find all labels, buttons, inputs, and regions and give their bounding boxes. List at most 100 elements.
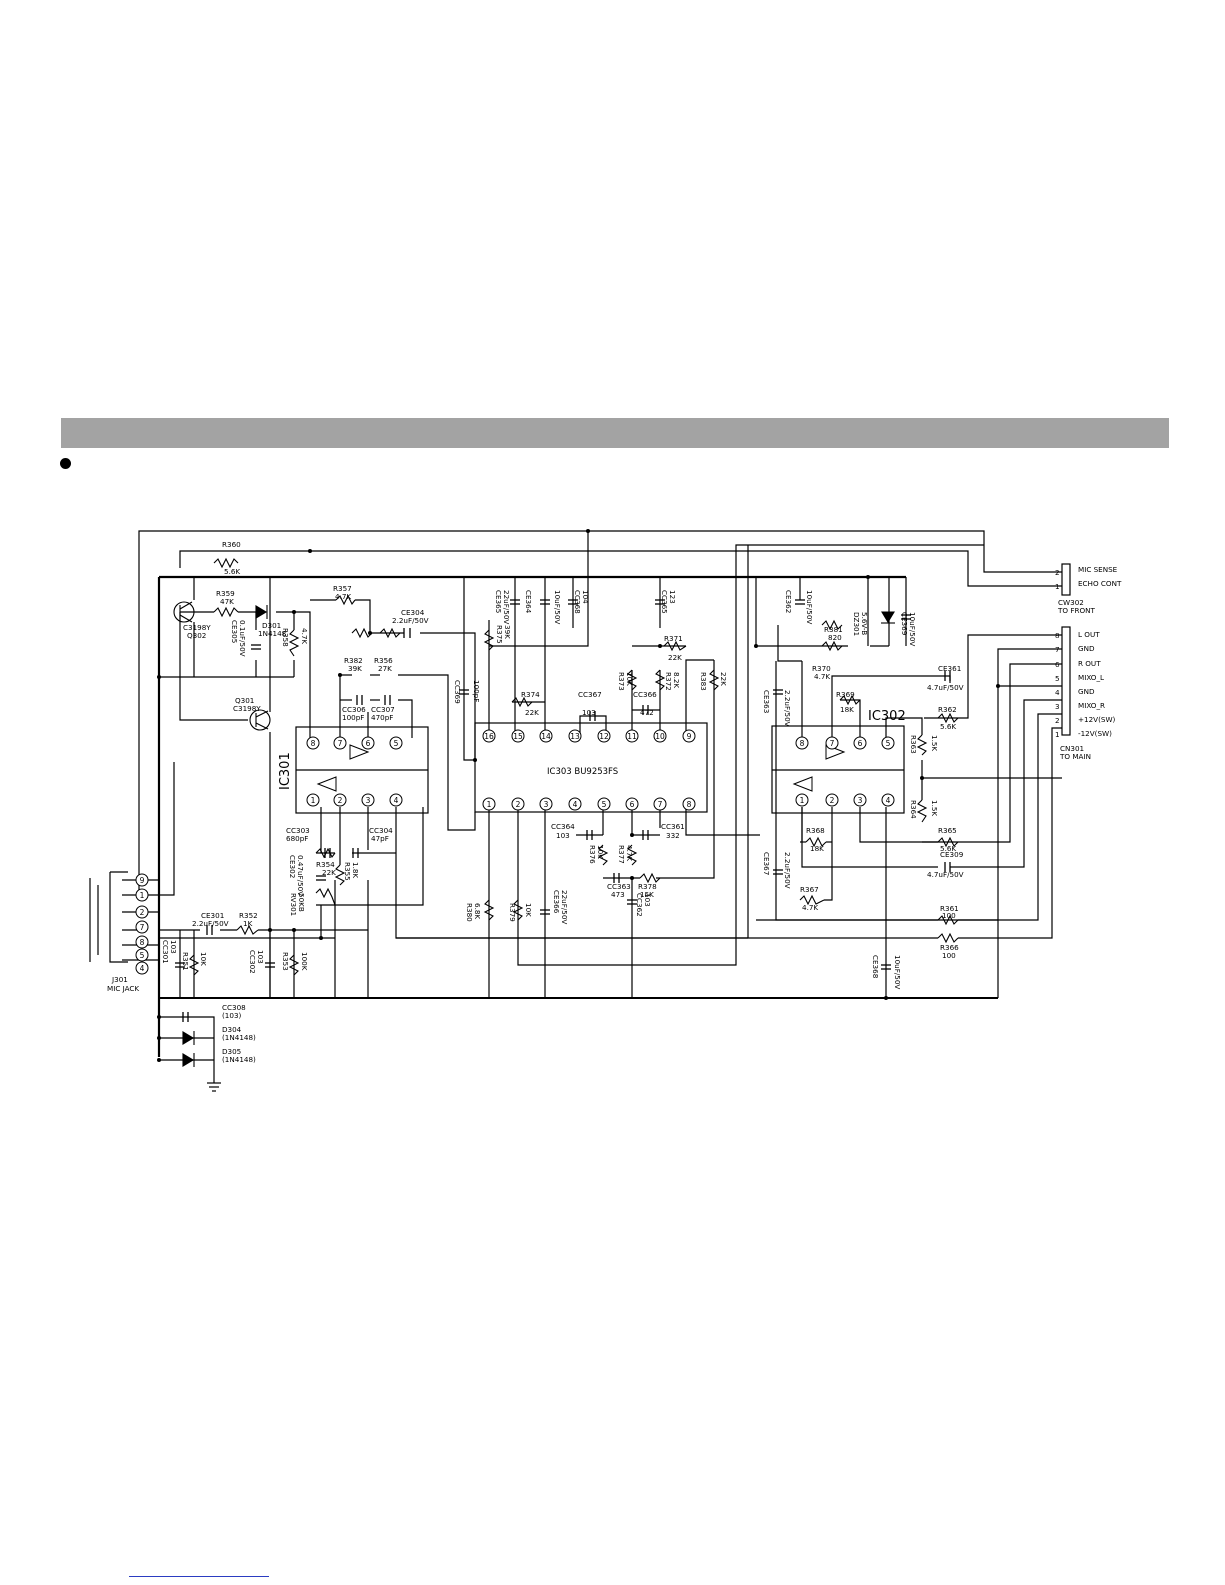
svg-text:R374: R374	[521, 690, 540, 699]
svg-text:470pF: 470pF	[371, 713, 393, 722]
svg-text:472: 472	[640, 708, 654, 717]
svg-text:5.6K: 5.6K	[940, 844, 956, 853]
connector-cn301: 8 7 6 5 4 3 2 1 L OUT GND R OUT MIXO_L G…	[1055, 630, 1116, 761]
svg-text:12: 12	[599, 732, 609, 741]
ic303-label: IC303 BU9253FS	[547, 767, 618, 777]
svg-text:Q301: Q301	[235, 696, 254, 705]
svg-text:22K: 22K	[525, 708, 539, 717]
svg-text:D304: D304	[222, 1025, 242, 1034]
svg-text:TO FRONT: TO FRONT	[1057, 606, 1095, 615]
svg-text:8: 8	[311, 739, 316, 748]
svg-text:103: 103	[169, 940, 178, 954]
svg-text:CE363: CE363	[762, 690, 771, 713]
svg-text:(1N4148): (1N4148)	[222, 1055, 256, 1064]
svg-text:4: 4	[886, 796, 891, 805]
svg-text:2: 2	[830, 796, 835, 805]
svg-text:CC368: CC368	[573, 590, 582, 614]
svg-text:820: 820	[828, 633, 842, 642]
svg-text:123: 123	[668, 590, 677, 604]
svg-text:R351: R351	[181, 952, 190, 971]
svg-text:22uF/50V: 22uF/50V	[502, 590, 511, 624]
svg-text:104: 104	[581, 590, 590, 604]
svg-text:6: 6	[366, 739, 371, 748]
svg-text:4.7K: 4.7K	[625, 845, 634, 861]
svg-text:5.6K: 5.6K	[940, 722, 956, 731]
svg-text:MIXO_R: MIXO_R	[1078, 701, 1105, 710]
svg-text:4.7K: 4.7K	[300, 628, 309, 644]
wires	[89, 530, 1071, 1083]
svg-text:100K: 100K	[300, 952, 309, 971]
svg-text:7: 7	[658, 800, 663, 809]
svg-text:10uF/50V: 10uF/50V	[805, 590, 814, 624]
svg-text:6: 6	[1055, 660, 1060, 669]
svg-text:10K: 10K	[625, 672, 634, 686]
svg-text:4: 4	[1055, 688, 1060, 697]
svg-text:39K: 39K	[503, 625, 512, 639]
svg-text:L OUT: L OUT	[1078, 630, 1100, 639]
svg-text:6: 6	[630, 800, 635, 809]
svg-text:D305: D305	[222, 1047, 241, 1056]
svg-text:3: 3	[366, 796, 371, 805]
svg-text:47K: 47K	[220, 597, 234, 606]
svg-text:1.8K: 1.8K	[351, 862, 360, 878]
svg-text:7: 7	[830, 739, 835, 748]
svg-text:DZ301: DZ301	[852, 612, 861, 636]
svg-text:1N4148: 1N4148	[258, 629, 287, 638]
svg-text:R369: R369	[836, 690, 855, 699]
svg-text:R382: R382	[344, 656, 363, 665]
svg-text:R358: R358	[281, 628, 290, 647]
svg-text:5.6K: 5.6K	[224, 567, 240, 576]
svg-text:10K: 10K	[596, 845, 605, 859]
svg-text:CE366: CE366	[552, 890, 561, 914]
svg-text:R380: R380	[465, 903, 474, 922]
svg-text:1K: 1K	[243, 919, 253, 928]
svg-text:2: 2	[140, 908, 145, 917]
svg-text:CE365: CE365	[494, 590, 503, 613]
svg-text:R383: R383	[699, 672, 708, 691]
svg-text:1: 1	[1055, 582, 1060, 591]
svg-text:22uF/50V: 22uF/50V	[560, 890, 569, 924]
svg-text:3: 3	[858, 796, 863, 805]
ic302-label: IC302	[868, 709, 906, 724]
svg-text:CE302: CE302	[288, 855, 297, 878]
transistor-icons	[173, 601, 271, 731]
svg-text:C3198Y: C3198Y	[183, 623, 211, 632]
svg-text:CE367: CE367	[762, 852, 771, 875]
svg-text:103: 103	[256, 950, 265, 964]
svg-text:R354: R354	[316, 860, 335, 869]
svg-text:5: 5	[140, 951, 145, 960]
svg-text:1.5K: 1.5K	[930, 735, 939, 751]
svg-text:R362: R362	[938, 705, 957, 714]
connector-cw302: 2 1 MIC SENSE ECHO CONT CW302 TO FRONT	[1055, 565, 1122, 615]
svg-text:22K: 22K	[719, 672, 728, 686]
svg-text:10uF/50V: 10uF/50V	[893, 955, 902, 989]
svg-text:R373: R373	[617, 672, 626, 691]
svg-text:R365: R365	[938, 826, 957, 835]
svg-text:CC306: CC306	[342, 705, 366, 714]
svg-text:103: 103	[556, 831, 570, 840]
svg-text:CC363: CC363	[607, 882, 631, 891]
section-header-bar	[61, 418, 1169, 448]
capacitor-symbols	[175, 599, 951, 1022]
svg-text:7: 7	[1055, 645, 1060, 654]
svg-text:0.1uF/50V: 0.1uF/50V	[238, 620, 247, 657]
svg-text:1: 1	[800, 796, 805, 805]
svg-text:CC361: CC361	[661, 822, 685, 831]
junction-dots	[157, 529, 1000, 1062]
svg-text:10uF/50V: 10uF/50V	[553, 590, 562, 624]
svg-text:CC302: CC302	[248, 950, 257, 974]
svg-text:GND: GND	[1078, 644, 1095, 653]
svg-text:CC301: CC301	[161, 940, 170, 964]
svg-text:50KB: 50KB	[297, 893, 306, 912]
svg-text:2: 2	[1055, 568, 1060, 577]
bullet-icon	[60, 458, 71, 469]
svg-text:MIC SENSE: MIC SENSE	[1078, 565, 1118, 574]
svg-text:100: 100	[942, 911, 956, 920]
svg-text:RV301: RV301	[289, 893, 298, 916]
svg-text:R356: R356	[374, 656, 393, 665]
svg-text:1: 1	[487, 800, 492, 809]
svg-text:R359: R359	[216, 589, 235, 598]
svg-text:CE309: CE309	[940, 850, 964, 859]
svg-text:CE304: CE304	[401, 608, 425, 617]
